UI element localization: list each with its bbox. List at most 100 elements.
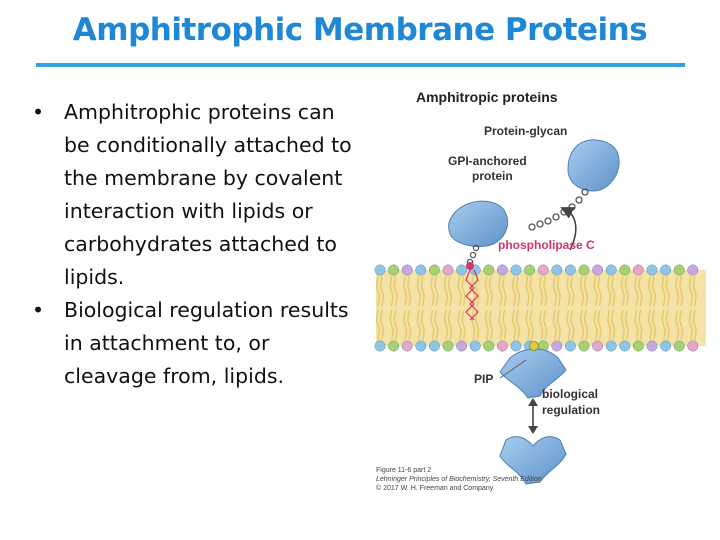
lipid-tail — [416, 275, 422, 307]
lipid-tail — [542, 275, 548, 307]
lipid-tail — [406, 309, 412, 341]
lipid-head — [442, 340, 454, 352]
lipid-tail — [484, 275, 490, 307]
lipid-tail — [538, 275, 544, 307]
lipid-tail — [556, 275, 562, 307]
lipid-head — [632, 340, 644, 352]
lipid-head — [619, 264, 631, 276]
lipid-head — [605, 264, 617, 276]
lipid-tail — [610, 275, 616, 307]
lipid-tail — [402, 275, 408, 307]
lipid-tail — [634, 309, 639, 341]
lipid-head — [456, 264, 468, 276]
pip-bound-protein — [499, 348, 567, 399]
lipid-tail — [570, 309, 575, 341]
lipid-head — [401, 264, 413, 276]
lipid-tail — [457, 309, 462, 341]
lipid-tails — [375, 275, 698, 341]
lipid-tail — [566, 275, 571, 307]
title-underline — [36, 63, 685, 67]
lipid-head — [687, 340, 699, 352]
lipid-tail — [538, 309, 544, 341]
lipid-head — [456, 340, 468, 352]
lipid-tail — [393, 309, 398, 341]
anchor-tail — [469, 269, 479, 321]
lipid-tail — [552, 275, 558, 307]
lipid-tail — [470, 309, 476, 341]
protein-glycan-blob — [567, 139, 620, 192]
lipid-tail — [638, 275, 643, 307]
lipid-head — [660, 340, 672, 352]
lipid-head — [551, 340, 563, 352]
lipid-head — [510, 264, 522, 276]
slide-title: Amphitrophic Membrane Proteins — [72, 12, 648, 48]
lipid-tail — [402, 309, 408, 341]
lower-lipid-heads — [374, 340, 699, 352]
figure-heading: Amphitropic proteins — [416, 89, 558, 105]
lipid-tail — [597, 309, 602, 341]
lipid-tail — [511, 309, 517, 341]
lipid-tail — [502, 275, 507, 307]
amphitropic-figure: Amphitropic proteins Protein-glycan GPI-… — [374, 89, 706, 485]
lipid-tail — [502, 309, 507, 341]
lipid-tail — [443, 275, 449, 307]
lipid-tail — [552, 309, 558, 341]
lipid-head — [415, 340, 427, 352]
lipid-head — [374, 340, 386, 352]
lipid-tail — [434, 309, 439, 341]
lipid-tail — [525, 309, 530, 341]
lipid-tail — [665, 309, 670, 341]
lipid-tail — [393, 275, 398, 307]
lipid-tail — [665, 275, 670, 307]
lipid-tail — [661, 309, 666, 341]
lipid-head — [578, 264, 590, 276]
regulation-arrow-up — [528, 398, 538, 406]
lipid-tail — [674, 275, 680, 307]
lipid-tail — [692, 309, 698, 341]
lipid-head — [551, 264, 563, 276]
lipid-head — [632, 264, 644, 276]
lipid-tail — [678, 309, 684, 341]
lipid-head — [537, 264, 549, 276]
lipid-tail — [511, 275, 517, 307]
lipid-head — [592, 264, 604, 276]
lipid-tail — [515, 275, 521, 307]
lipid-head — [564, 264, 576, 276]
lipid-tail — [624, 275, 630, 307]
lipid-tail — [583, 275, 589, 307]
lipid-tail — [406, 275, 412, 307]
caption-line: © 2017 W. H. Freeman and Company — [376, 485, 494, 492]
bullet-list: Amphitrophic proteins can be conditional… — [30, 96, 360, 393]
lipid-head — [388, 264, 400, 276]
lipid-tail — [379, 275, 385, 307]
lipid-tail — [375, 309, 381, 341]
lipid-head — [428, 340, 440, 352]
lipid-tail — [647, 309, 653, 341]
lipid-tail — [688, 275, 694, 307]
lipid-tail — [606, 309, 612, 341]
lipid-head — [564, 340, 576, 352]
lipid-head — [687, 264, 699, 276]
lipid-tail — [556, 309, 562, 341]
lipid-tail — [457, 275, 462, 307]
lipid-head — [605, 340, 617, 352]
lipid-tail — [647, 275, 653, 307]
lipid-head — [483, 264, 495, 276]
lipid-head — [524, 264, 536, 276]
lipid-tail — [375, 275, 381, 307]
lipid-tail — [620, 309, 626, 341]
lipid-head — [496, 340, 508, 352]
lipid-tail — [583, 309, 589, 341]
lipid-head — [510, 340, 522, 352]
lipid-head — [415, 264, 427, 276]
bullet-item: Amphitrophic proteins can be conditional… — [30, 96, 360, 294]
lipid-tail — [651, 275, 657, 307]
label-pip: PIP — [474, 372, 493, 386]
lipid-tail — [579, 309, 585, 341]
lipid-head — [401, 340, 413, 352]
lipid-tail — [420, 275, 426, 307]
label-gpi-line2: protein — [472, 169, 513, 183]
lipid-head — [578, 340, 590, 352]
lipid-tail — [416, 309, 422, 341]
figure-caption: Figure 11-6 part 2 Lehninger Principles … — [376, 466, 542, 493]
